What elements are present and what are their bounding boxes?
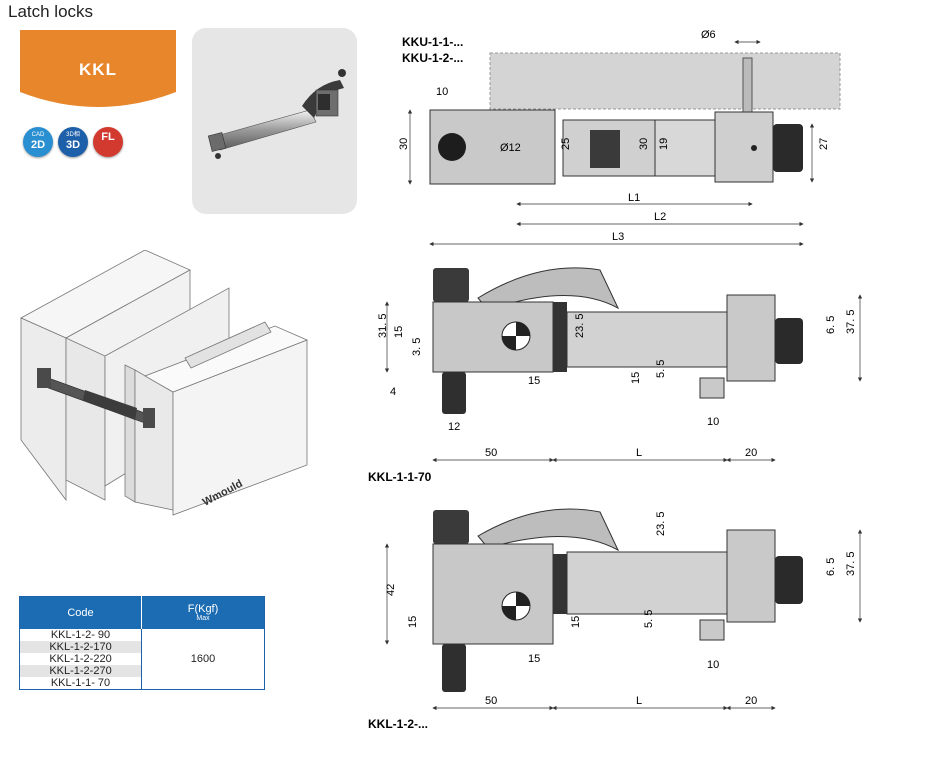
dim-label: 27: [818, 138, 830, 150]
dim-label: 20: [745, 447, 757, 459]
drawing-caption: KKL-1-2-...: [368, 717, 428, 731]
dim-label: 15: [630, 372, 642, 384]
latch-lock-render: [207, 69, 346, 159]
dim-label: 3. 5: [411, 338, 423, 356]
variant-label: KKU-1-1-...: [402, 35, 463, 49]
dim-label: 15: [528, 653, 540, 665]
mould-illustration: Wmould: [20, 250, 309, 516]
product-photo: [192, 28, 357, 214]
model-tab-shape: [20, 30, 176, 107]
drawing-caption: KKL-1-1-70: [368, 470, 432, 484]
dim-label: 37. 5: [845, 310, 857, 334]
dim-label: 25: [560, 138, 572, 150]
side-view-2-drawing: 42 15 15 15 23. 5 5. 5 10 6. 5 37. 5 50 …: [368, 508, 863, 731]
dim-label: L1: [628, 192, 640, 204]
side-view-1-drawing: 31. 5 15 3. 5 4 12 15 23. 5 15 5. 5 10 6…: [368, 267, 863, 484]
top-view-drawing: KKU-1-1-... KKU-1-2-... Ø6 Ø12 10 30 25 …: [398, 29, 841, 247]
variant-label: KKU-1-2-...: [402, 51, 463, 65]
dim-label: L3: [612, 231, 624, 243]
force-value: 1600: [190, 653, 216, 665]
dim-label: L: [636, 447, 642, 459]
page-title: Latch locks: [8, 2, 94, 21]
dim-label: 6. 5: [825, 316, 837, 334]
dim-label: 30: [638, 138, 650, 150]
dim-label: 19: [658, 138, 670, 150]
dim-label: 4: [390, 386, 396, 398]
col-force-header: F(Kgf)Max: [141, 596, 265, 629]
dim-label: Ø6: [701, 29, 716, 41]
dim-label: L2: [654, 211, 666, 223]
dim-label: 50: [485, 695, 497, 707]
dim-label: 15: [528, 375, 540, 387]
model-tab-label: KKL: [79, 60, 117, 79]
table-row: KKL-1-2-220: [19, 653, 142, 665]
dim-label: 10: [436, 86, 448, 98]
dim-label: 20: [745, 695, 757, 707]
dim-label: 10: [707, 659, 719, 671]
dim-label: 15: [393, 326, 405, 338]
dim-label: 31. 5: [377, 314, 389, 338]
dim-label: 50: [485, 447, 497, 459]
dim-label: 15: [570, 616, 582, 628]
dim-label: 30: [398, 138, 410, 150]
dim-label: 42: [385, 584, 397, 596]
dim-label: 5. 5: [643, 610, 655, 628]
table-row: KKL-1-2-170: [19, 641, 142, 653]
table-row: KKL-1-1- 70: [19, 677, 142, 690]
dim-label: Ø12: [500, 142, 521, 154]
dim-label: 6. 5: [825, 558, 837, 576]
model-tab[interactable]: KKL: [20, 30, 176, 110]
dim-label: 23. 5: [655, 512, 667, 536]
technical-drawings: KKU-1-1-... KKU-1-2-... Ø6 Ø12 10 30 25 …: [368, 29, 863, 731]
table-row: KKL-1-2-270: [19, 665, 142, 677]
dim-label: 12: [448, 421, 460, 433]
table-row: KKL-1-2- 90: [19, 629, 142, 641]
dim-label: 37. 5: [845, 552, 857, 576]
dim-label: 15: [407, 616, 419, 628]
dim-label: 5. 5: [655, 360, 667, 378]
col-code-header: Code: [19, 596, 142, 629]
fl-badge[interactable]: FL: [93, 127, 123, 157]
spec-table: Code F(Kgf)Max KKL-1-2- 90 1600 KKL-1-2-1…: [19, 596, 265, 690]
dim-label: 10: [707, 416, 719, 428]
dim-label: L: [636, 695, 642, 707]
latch-on-mould: [37, 368, 155, 428]
dim-label: 23. 5: [574, 314, 586, 338]
